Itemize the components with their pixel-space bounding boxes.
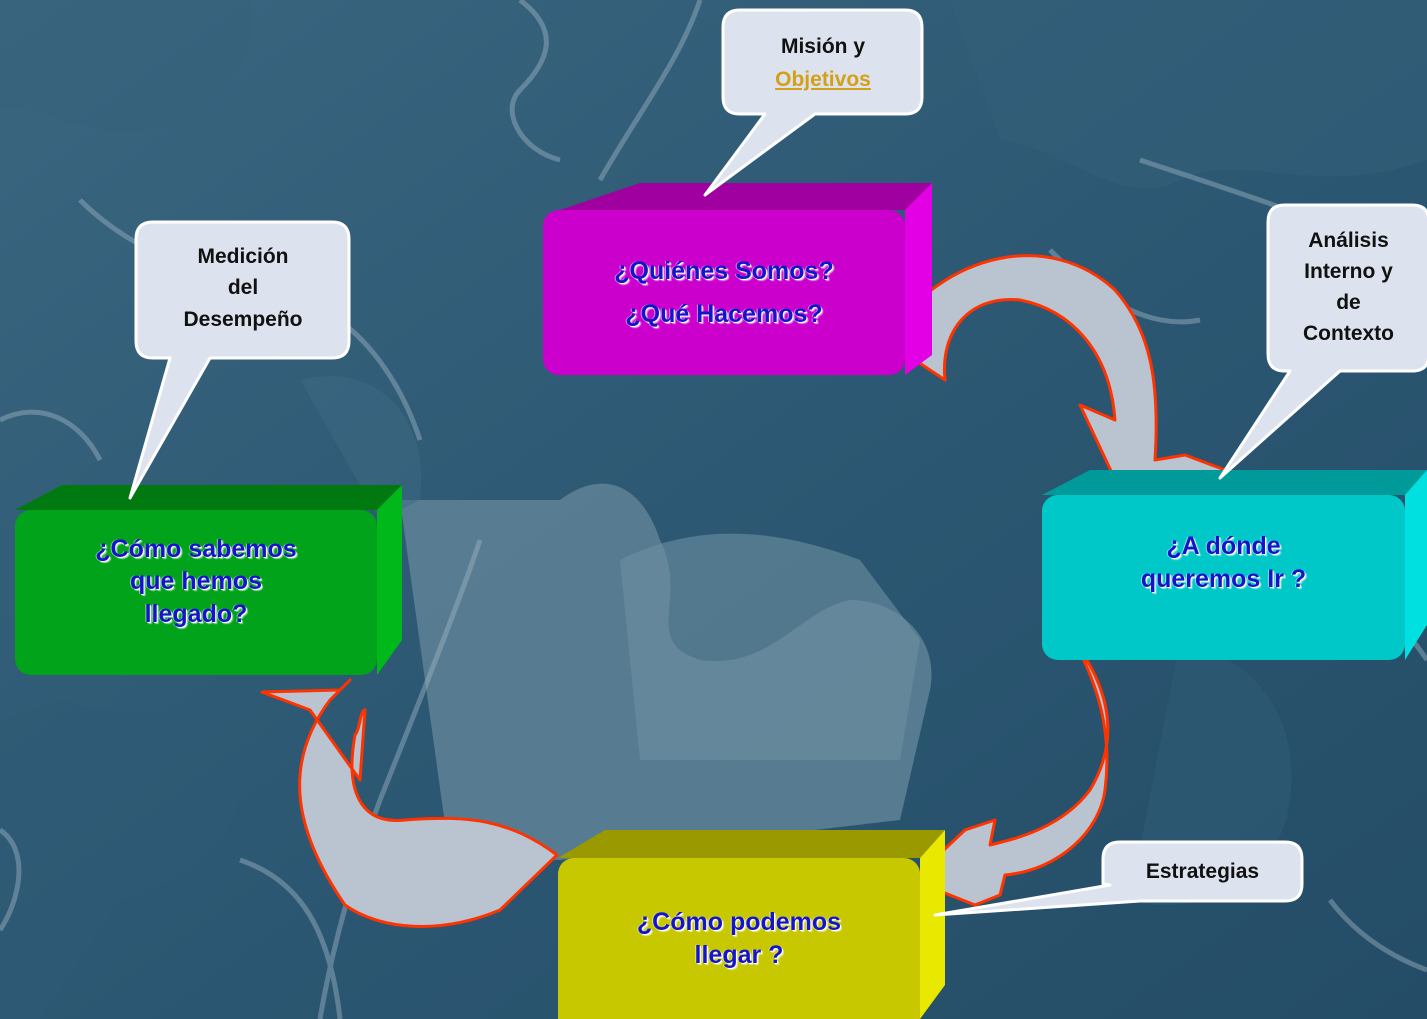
box-comollegar-3d: [558, 830, 945, 1019]
step-quienes-line2: ¿Qué Hacemos?: [625, 299, 823, 328]
callouts: [128, 8, 1427, 917]
step-comosabemos-line2: que hemos: [130, 567, 262, 596]
callout-estrategias-bubble: [933, 840, 1304, 917]
callout-medicion-bubble: [128, 220, 351, 500]
callout-analisis-line1: Análisis: [1308, 228, 1389, 252]
objetivos-link[interactable]: Objetivos: [775, 68, 871, 91]
box-adonde-3d: [1042, 470, 1427, 660]
step-adonde-line1: ¿A dónde: [1166, 532, 1281, 560]
callout-estrategias-line1: Estrategias: [1145, 859, 1260, 883]
step-adonde-line2: queremos Ir ?: [1140, 564, 1307, 593]
callout-mision: Misión y Objetivos: [725, 20, 921, 108]
callout-analisis-line4: Contexto: [1303, 322, 1394, 346]
callout-mision-line1: Misión y: [780, 35, 865, 59]
callout-medicion-line3: Desempeño: [183, 307, 303, 331]
callout-analisis-line3: de: [1336, 291, 1361, 314]
callout-analisis: Análisis Interno y de Contexto: [1270, 212, 1427, 362]
step-comosabemos-line3: llegado?: [144, 599, 248, 628]
step-quienes-somos: ¿Quiénes Somos? ¿Qué Hacemos?: [543, 210, 905, 375]
step-como-llegar: ¿Cómo podemos llegar ?: [558, 858, 920, 1019]
callout-medicion-line2: del: [227, 276, 259, 300]
callout-analisis-bubble: [1218, 203, 1427, 480]
callout-medicion-line1: Medición: [197, 244, 289, 268]
callout-estrategias: Estrategias: [1105, 845, 1300, 899]
step-comosabemos-line1: ¿Cómo sabemos: [95, 534, 297, 563]
callout-medicion: Medición del Desempeño: [138, 228, 348, 348]
step-como-sabemos: ¿Cómo sabemos que hemos llegado?: [15, 510, 377, 675]
step-comollegar-line2: llegar ?: [694, 940, 784, 969]
step-comollegar-line1: ¿Cómo podemos: [636, 908, 842, 936]
callout-analisis-line2: Interno y: [1304, 259, 1393, 283]
step-quienes-line1: ¿Quiénes Somos?: [614, 257, 834, 285]
box-quienes-3d: [560, 183, 932, 375]
callout-mision-bubble: [703, 8, 924, 197]
arrow-quienes-to-adonde: [883, 254, 1227, 494]
box-comosabemos-3d: [15, 485, 402, 675]
arrow-comollegar-to-comosabemos: [260, 678, 559, 928]
step-a-donde: ¿A dónde queremos Ir ?: [1042, 495, 1405, 660]
